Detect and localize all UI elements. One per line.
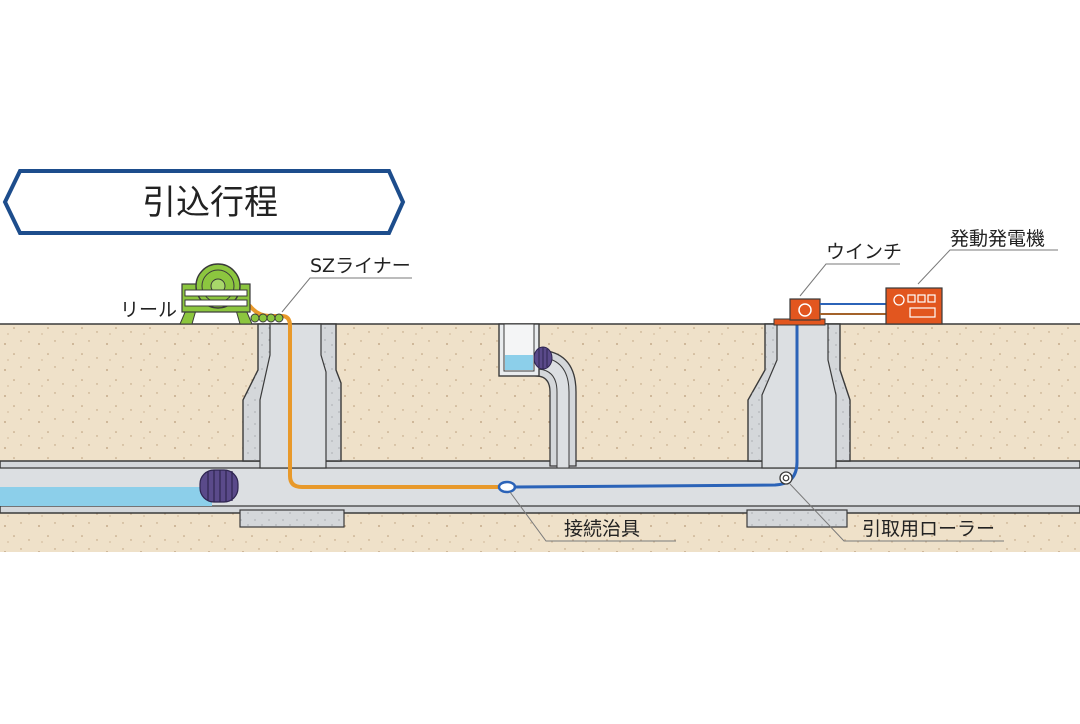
leader-connector [509, 491, 676, 542]
generator-panel-3 [927, 294, 936, 303]
lateral-inlet [498, 323, 577, 469]
page-title: 引込行程 [142, 183, 278, 223]
reel-guide-rollers [250, 313, 284, 323]
generator-body [885, 287, 943, 325]
generator-dial [893, 294, 905, 306]
label-reel: リール [120, 299, 177, 321]
sz-liner-line [248, 304, 502, 489]
lateral-pipe-interior [535, 356, 570, 469]
title-banner: 引込行程 [2, 169, 406, 235]
label-sz-liner: SZライナー [310, 255, 411, 277]
pipe-plug [199, 469, 239, 503]
generator-machine [885, 287, 943, 325]
winch-drum [798, 303, 812, 317]
pipe-water [0, 487, 212, 506]
callout-labels: リール SZライナー ウインチ 発動発電機 接続治具 引取用ローラー [120, 228, 1045, 540]
manhole-right [746, 323, 851, 528]
leader-winch [799, 263, 900, 297]
inlet-water [505, 355, 533, 370]
label-connector-jig: 接続治具 [564, 518, 640, 540]
lateral-plug [533, 346, 553, 370]
manhole-right-shaft [761, 323, 837, 469]
title-banner-frame [2, 169, 406, 235]
pull-roller [779, 471, 793, 485]
generator-panel-2 [917, 294, 926, 303]
manhole-left-shaft [259, 323, 327, 469]
label-winch: ウインチ [826, 241, 902, 263]
label-generator: 発動発電機 [950, 228, 1045, 250]
winch-machine [773, 298, 826, 326]
generator-panel-1 [907, 294, 916, 303]
connector-jig [497, 480, 517, 494]
reel-frame-rail-top [184, 289, 248, 297]
leader-roller [789, 483, 1004, 542]
reel-frame-rail-bottom [184, 299, 248, 307]
reel-machine [179, 263, 284, 325]
manhole-left-footing-texture [240, 510, 344, 527]
generator-grille [909, 307, 936, 318]
leader-lines [281, 249, 1058, 542]
leader-liner [281, 277, 412, 313]
manhole-right-footing-texture [747, 510, 847, 527]
winch-body [789, 298, 821, 321]
leader-generator [917, 249, 1058, 285]
label-pull-roller: 引取用ローラー [862, 518, 995, 540]
